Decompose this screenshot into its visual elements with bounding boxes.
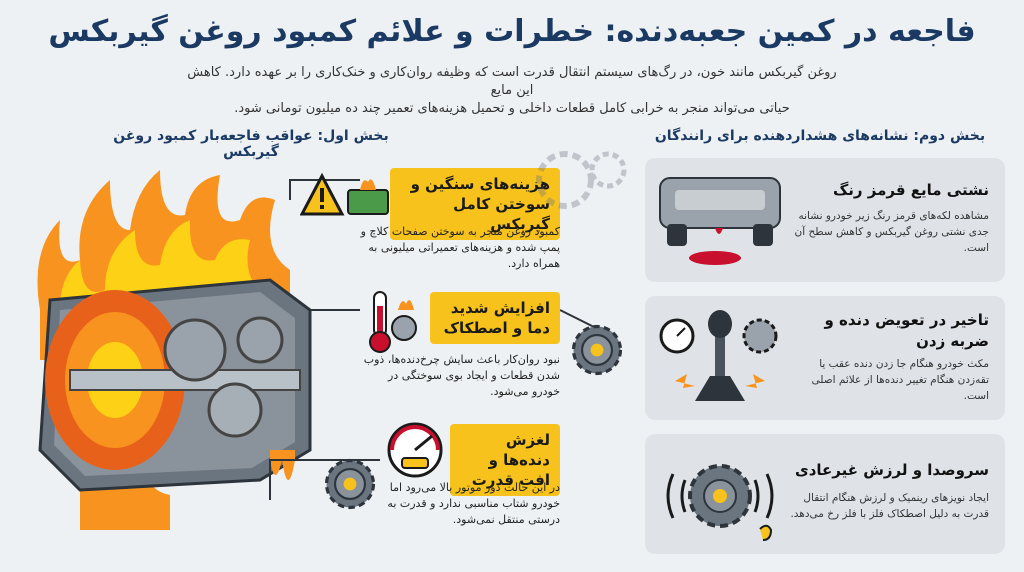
sign-noise-desc: ایجاد نویزهای رینمیک و لرزش هنگام انتقال… (790, 492, 989, 520)
gear-shift-icon (659, 310, 778, 401)
car-leak-icon (659, 177, 781, 265)
section1-heading: بخش اول: عواقب فاجعه‌بار کمبود روغن گیرب… (113, 128, 389, 160)
gear-icon (571, 324, 623, 376)
burning-transmission-illustration (37, 170, 312, 530)
sign-shift-desc: مکث خودرو هنگام جا زدن دنده عقب یا تقه‌ز… (811, 358, 989, 402)
thermometer-icon (369, 291, 417, 353)
consequence-cost: هزینه‌های سنگین و سوختن کامل گیربکس کمبو… (300, 168, 560, 270)
gear-icon (324, 458, 376, 510)
consequence-slip: لغزش دنده‌ها و افت قدرت در این حالت دور … (300, 418, 560, 548)
consequence-slip-title: لغزش دنده‌ها و افت قدرت (450, 424, 560, 496)
consequence-heat-desc: نبود روان‌کار باعث سایش چرخ‌دنده‌ها، ذوب… (363, 353, 560, 398)
sign-shift-title: تاخیر در تعویض دنده و ضربه زدن (824, 311, 989, 350)
consequence-cost-title: هزینه‌های سنگین و سوختن کامل گیربکس (390, 168, 560, 240)
intro-line-1: روغن گیربکس مانند خون، در رگ‌های سیستم ا… (187, 65, 837, 98)
sign-noise-title: سروصدا و لرزش غیرعادی (794, 461, 989, 479)
sign-leak-title: نشتی مایع قرمز رنگ (832, 181, 989, 199)
consequence-heat-title: افزایش شدید دما و اصطکاک (430, 292, 560, 344)
sign-leak-desc: مشاهده لکه‌های قرمز رنگ زیر خودرو نشانه … (794, 210, 990, 254)
page-title: فاجعه در کمین جعبه‌دنده: خطرات و علائم ک… (48, 14, 976, 49)
intro-line-2: حیاتی می‌تواند منجر به خرابی کامل قطعات … (234, 101, 790, 116)
consequence-slip-desc: در این حالت دور موتور بالا می‌رود اما خو… (387, 481, 560, 526)
consequence-cost-desc: کمبود روغن منجر به سوختن صفحات کلاچ و پم… (360, 225, 560, 270)
gear-assembly (45, 290, 301, 470)
vibration-gear-icon (666, 464, 774, 541)
melting-fluid (270, 450, 295, 480)
faded-gears-icon (536, 151, 627, 209)
consequence-heat: افزایش شدید دما و اصطکاک نبود روان‌کار ب… (300, 286, 560, 416)
sign-card-leak: نشتی مایع قرمز رنگ مشاهده لکه‌های قرمز ر… (645, 158, 1005, 282)
gauge-icon (387, 422, 443, 478)
intro-text: روغن گیربکس مانند خون، در رگ‌های سیستم ا… (180, 64, 844, 118)
warning-money-icon (300, 172, 389, 216)
section2-heading: بخش دوم: نشانه‌های هشداردهنده برای رانند… (654, 128, 986, 144)
sign-card-noise: سروصدا و لرزش غیرعادی ایجاد نویزهای رینم… (645, 434, 1005, 554)
sign-card-shift: تاخیر در تعویض دنده و ضربه زدن مکث خودرو… (645, 296, 1005, 420)
